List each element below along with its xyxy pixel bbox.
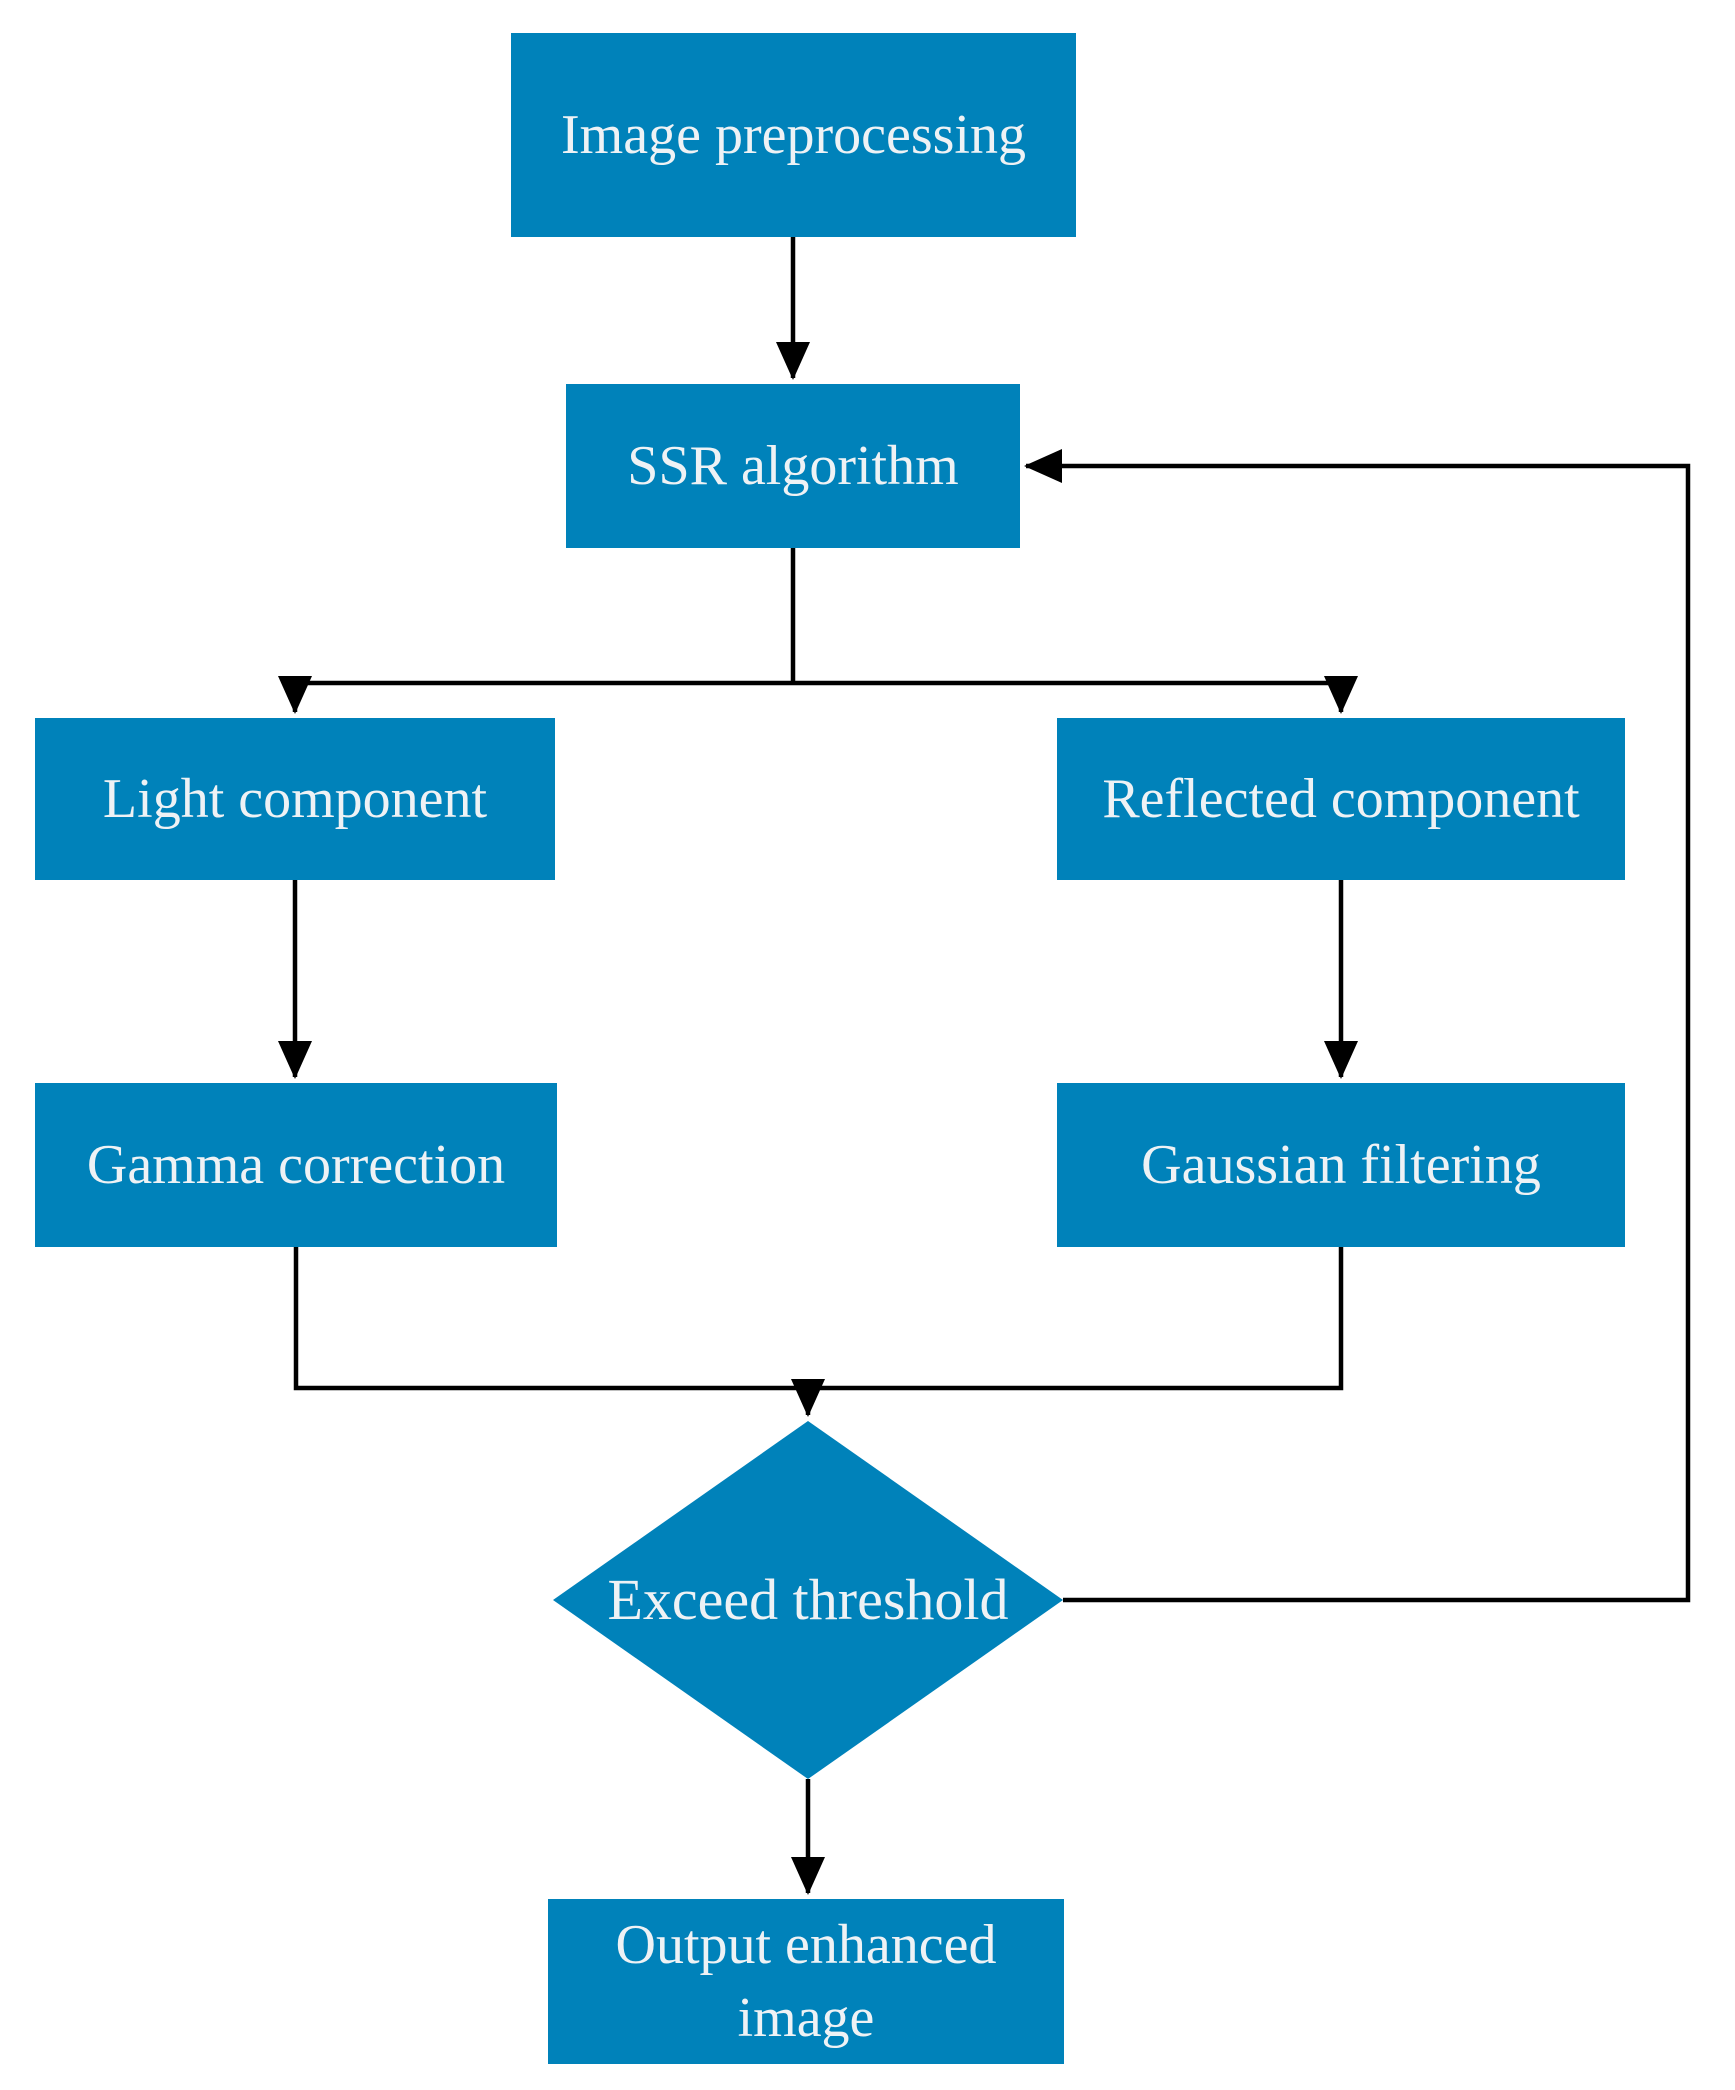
node-image-preprocessing: Image preprocessing xyxy=(511,33,1076,237)
node-ssr-algorithm: SSR algorithm xyxy=(566,384,1020,548)
node-gamma-correction-label: Gamma correction xyxy=(86,1133,506,1196)
node-ssr-algorithm-label: SSR algorithm xyxy=(627,434,959,497)
node-reflected-component: Reflected component xyxy=(1057,718,1625,880)
decision-diamond-shape xyxy=(553,1421,1063,1779)
edge-ssr-branch-splitter xyxy=(295,548,1341,686)
node-image-preprocessing-label: Image preprocessing xyxy=(561,103,1026,166)
node-gamma-correction: Gamma correction xyxy=(35,1083,557,1247)
node-reflected-component-label: Reflected component xyxy=(1102,767,1580,830)
node-gaussian-filtering-label: Gaussian filtering xyxy=(1141,1133,1541,1196)
edge-merge-rails xyxy=(293,1247,1344,1391)
node-exceed-threshold: Exceed threshold xyxy=(553,1421,1063,1779)
node-output-enhanced-image: Output enhanced image xyxy=(548,1899,1064,2064)
node-gaussian-filtering: Gaussian filtering xyxy=(1057,1083,1625,1247)
node-output-enhanced-image-label: Output enhanced image xyxy=(615,1913,997,2049)
node-light-component: Light component xyxy=(35,718,555,880)
node-exceed-threshold-label: Exceed threshold xyxy=(607,1567,1009,1633)
edge-feedback-to-ssr xyxy=(1024,449,1691,1603)
node-light-component-label: Light component xyxy=(102,767,488,830)
